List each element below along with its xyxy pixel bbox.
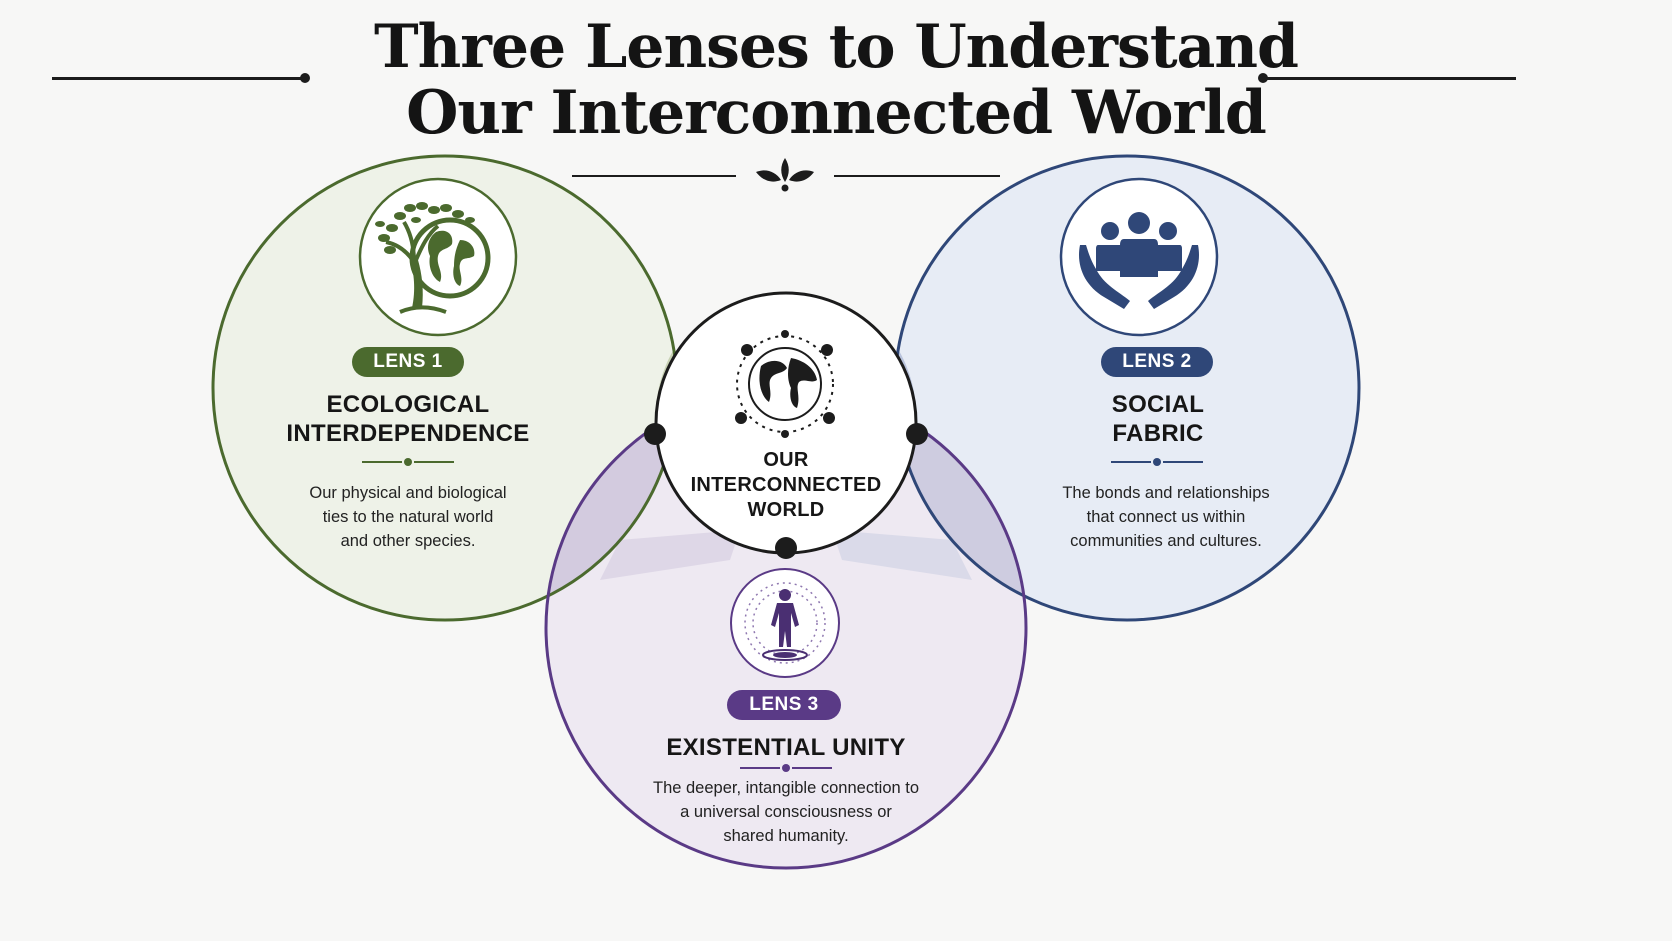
lens1-title-line-1: ECOLOGICAL (326, 391, 490, 418)
lens2-title-line-1: SOCIAL (1111, 391, 1205, 418)
lens1-desc-line-3: and other species. (340, 532, 476, 550)
lens3-divider (740, 762, 832, 774)
lens2-desc-line-3: communities and cultures. (1070, 532, 1262, 550)
title-line-1: Three Lenses to Understand (374, 12, 1299, 82)
lens3-desc-line-1: The deeper, intangible connection to (652, 779, 920, 797)
lens2-divider (1111, 456, 1203, 468)
connected-globe-icon (735, 330, 835, 438)
lens1-desc-line-1: Our physical and biological (309, 484, 507, 502)
lens2-desc-line-2: that connect us within (1086, 508, 1246, 526)
lens2-badge: LENS 2 (1101, 347, 1213, 377)
lens3-title-line-1: EXISTENTIAL UNITY (666, 734, 906, 761)
lens1-badge: LENS 1 (352, 347, 464, 377)
center-label: OUR INTERCONNECTED WORLD (666, 448, 906, 523)
wedge-left (600, 530, 740, 580)
lens2-description: The bonds and relationships that connect… (1016, 481, 1316, 553)
leaf-ornament-icon (756, 158, 814, 192)
lens2-title: SOCIAL FABRIC (1008, 390, 1308, 448)
lens1-title-line-2: INTERDEPENDENCE (286, 420, 530, 447)
radiant-human-icon (744, 582, 826, 664)
lens2-desc-line-1: The bonds and relationships (1062, 484, 1270, 502)
page-title: Three Lenses to Understand Our Interconn… (0, 14, 1672, 146)
lens1-desc-line-2: ties to the natural world (322, 508, 494, 526)
lens3-desc-line-2: a universal consciousness or (680, 803, 892, 821)
wedge-right (832, 530, 972, 580)
lens1-title: ECOLOGICAL INTERDEPENDENCE (258, 390, 558, 448)
hub-node-right (906, 423, 928, 445)
people-in-hands-icon (1079, 212, 1199, 309)
title-line-2: Our Interconnected World (406, 78, 1267, 148)
social-circle (895, 156, 1359, 620)
ecological-circle (213, 156, 677, 620)
ornament-line-right (834, 175, 1000, 177)
lens3-description: The deeper, intangible connection to a u… (610, 776, 962, 848)
hub-node-left (644, 423, 666, 445)
tree-globe-icon (375, 202, 491, 314)
lens3-title: EXISTENTIAL UNITY (620, 733, 952, 762)
center-label-line-1: OUR (763, 449, 809, 471)
title-rule-right-dot (1258, 73, 1268, 83)
ornament-line-left (572, 175, 736, 177)
hub-node-bottom (775, 537, 797, 559)
lens3-desc-line-3: shared humanity. (723, 827, 849, 845)
title-rule-left-dot (300, 73, 310, 83)
lens1-divider (362, 456, 454, 468)
center-label-line-3: WORLD (747, 499, 825, 521)
center-label-line-2: INTERCONNECTED (690, 474, 882, 496)
title-rule-right (1266, 77, 1516, 80)
lens1-description: Our physical and biological ties to the … (268, 481, 548, 553)
lens2-title-line-2: FABRIC (1112, 420, 1204, 447)
lens3-badge: LENS 3 (727, 690, 841, 720)
title-rule-left (52, 77, 304, 80)
